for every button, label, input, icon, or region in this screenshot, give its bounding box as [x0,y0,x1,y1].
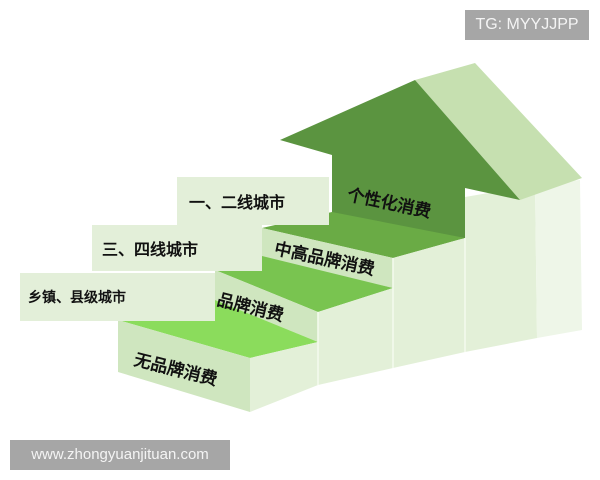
arrow-stem-right-side [535,180,582,338]
step2-wall [318,288,393,385]
watermark-bottom: www.zhongyuanjituan.com [10,440,230,470]
step3-wall [393,238,465,368]
city-label-tier34: 三、四线城市 [102,240,199,259]
arrow-stem-right-wall [465,185,537,352]
city-band-tier34: 三、四线城市 [92,225,262,271]
arrow-side-face [415,63,582,200]
city-label-town: 乡镇、县级城市 [28,290,126,306]
step3-front [262,228,393,288]
arrow-front-face [280,80,520,240]
step2-front [215,270,318,342]
step1-front [118,320,250,412]
step1-wall [250,342,318,412]
city-band-town: 乡镇、县级城市 [20,273,215,321]
city-label-tier12: 一、二线城市 [189,193,286,212]
city-band-tier12: 一、二线城市 [177,177,329,225]
watermark-top: TG: MYYJJPP [465,10,589,40]
